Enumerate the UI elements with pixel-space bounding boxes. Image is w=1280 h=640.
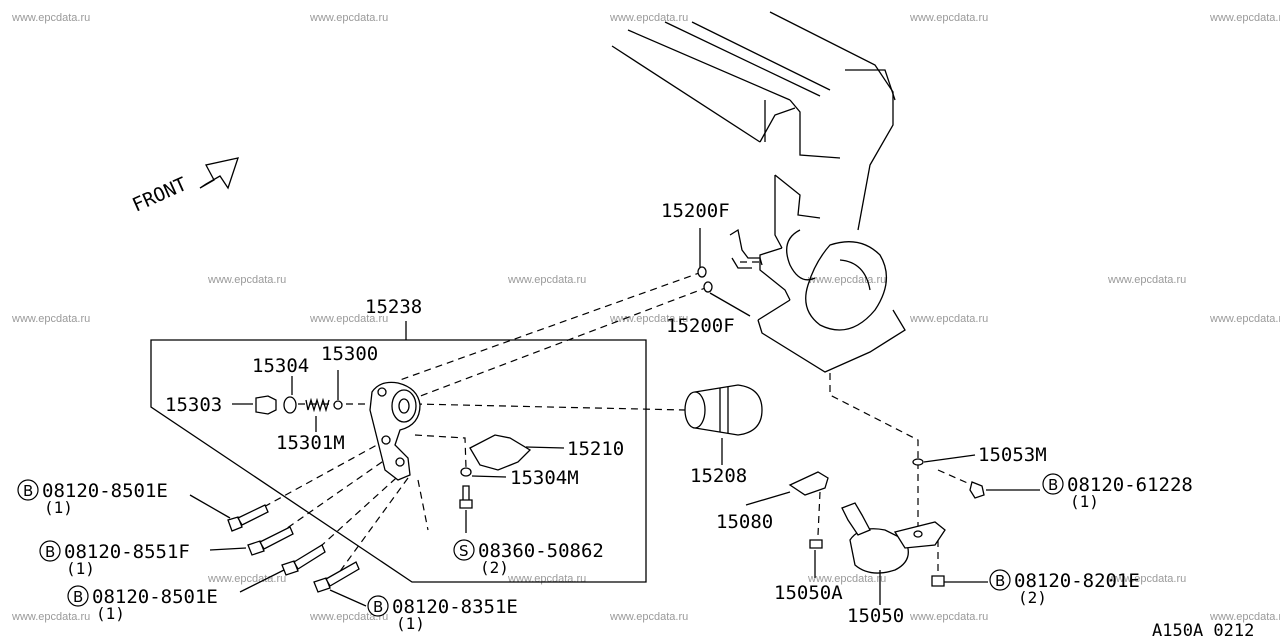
gasket-part bbox=[460, 467, 472, 477]
part-label-15304: 15304 bbox=[252, 355, 309, 377]
fastener-08120-8551f: B 08120-8551F (1) bbox=[39, 540, 190, 578]
fastener-number: 08360-50862 bbox=[478, 540, 604, 562]
part-label-15238: 15238 bbox=[365, 296, 422, 318]
fastener-number: 08120-8201E bbox=[1014, 570, 1140, 592]
fastener-qty: (1) bbox=[66, 559, 95, 578]
watermark: www.epcdata.ru bbox=[1209, 611, 1280, 623]
fastener-08120-8201e: B 08120-8201E (2) bbox=[989, 569, 1140, 607]
watermark: www.epcdata.ru bbox=[909, 611, 988, 623]
fastener-qty: (1) bbox=[1070, 492, 1099, 511]
screw-part bbox=[459, 485, 473, 509]
part-label-15200f-top: 15200F bbox=[661, 200, 730, 222]
fastener-prefix: B bbox=[373, 598, 383, 616]
watermark: www.epcdata.ru bbox=[609, 313, 688, 325]
fastener-prefix: S bbox=[459, 542, 469, 560]
oil-filter-part bbox=[684, 384, 763, 436]
fastener-08120-61228: B 08120-61228 (1) bbox=[1042, 473, 1193, 511]
fastener-qty: (2) bbox=[480, 558, 509, 577]
bolt-part bbox=[931, 575, 945, 587]
fastener-prefix: B bbox=[45, 543, 55, 561]
watermark: www.epcdata.ru bbox=[309, 611, 388, 623]
fastener-08120-8501e: B 08120-8501E (1) bbox=[67, 585, 218, 623]
part-label-15300: 15300 bbox=[321, 343, 378, 365]
part-label-15053m: 15053M bbox=[978, 444, 1047, 466]
part-label-15210: 15210 bbox=[567, 438, 624, 460]
fastener-number: 08120-61228 bbox=[1067, 474, 1193, 496]
watermark: www.epcdata.ru bbox=[807, 274, 886, 286]
fastener-qty: (1) bbox=[96, 604, 125, 623]
watermark: www.epcdata.ru bbox=[507, 573, 586, 585]
watermark: www.epcdata.ru bbox=[507, 274, 586, 286]
fastener-prefix: B bbox=[995, 572, 1005, 590]
watermark: www.epcdata.ru bbox=[1107, 573, 1186, 585]
watermark: www.epcdata.ru bbox=[609, 12, 688, 24]
bolt-group bbox=[227, 504, 360, 593]
watermark: www.epcdata.ru bbox=[207, 573, 286, 585]
oil-filter-bracket-part bbox=[369, 381, 421, 481]
relief-valve-parts bbox=[255, 395, 343, 415]
fastener-number: 08120-8501E bbox=[92, 586, 218, 608]
connection-lines bbox=[239, 261, 973, 586]
watermark: www.epcdata.ru bbox=[909, 313, 988, 325]
leader-lines bbox=[189, 228, 1040, 607]
watermark: www.epcdata.ru bbox=[1209, 313, 1280, 325]
watermark: www.epcdata.ru bbox=[1107, 274, 1186, 286]
engine-block-outline bbox=[611, 11, 906, 373]
fastener-qty: (1) bbox=[396, 614, 425, 633]
part-label-15301m: 15301M bbox=[276, 432, 345, 454]
part-label-15080: 15080 bbox=[716, 511, 773, 533]
part-label-15304m: 15304M bbox=[510, 467, 579, 489]
front-label: FRONT bbox=[129, 173, 190, 216]
oil-strainer-part bbox=[841, 502, 946, 574]
watermark: www.epcdata.ru bbox=[807, 573, 886, 585]
baffle-plate-part bbox=[788, 471, 829, 496]
watermark: www.epcdata.ru bbox=[11, 313, 90, 325]
part-label-15303: 15303 bbox=[165, 394, 222, 416]
fastener-prefix: B bbox=[73, 588, 83, 606]
part-label-15200f-bottom: 15200F bbox=[666, 315, 735, 337]
bolt-part bbox=[247, 526, 294, 556]
fastener-number: 08120-8501E bbox=[42, 480, 168, 502]
watermark: www.epcdata.ru bbox=[1209, 12, 1280, 24]
watermark: www.epcdata.ru bbox=[11, 12, 90, 24]
fastener-number: 08120-8351E bbox=[392, 596, 518, 618]
plug-part bbox=[255, 395, 277, 415]
part-label-15208: 15208 bbox=[690, 465, 747, 487]
o-ring-part bbox=[703, 281, 713, 293]
fastener-prefix: B bbox=[1048, 476, 1058, 494]
fastener-qty: (1) bbox=[44, 498, 73, 517]
watermark: www.epcdata.ru bbox=[609, 611, 688, 623]
spring-part bbox=[305, 397, 330, 413]
diagram-code: A150A 0212 bbox=[1152, 621, 1254, 640]
assembly-frame bbox=[150, 339, 647, 583]
fastener-number: 08120-8551F bbox=[64, 541, 190, 563]
bolt-part bbox=[227, 504, 269, 532]
washer-part bbox=[283, 396, 297, 414]
bolt-part bbox=[313, 561, 360, 593]
fastener-qty: (2) bbox=[1018, 588, 1047, 607]
o-ring-part bbox=[697, 266, 707, 278]
fastener-08120-8501e: B 08120-8501E (1) bbox=[17, 479, 168, 517]
fastener-08120-8351e: B 08120-8351E (1) bbox=[367, 595, 518, 633]
fastener-08360-50862: S 08360-50862 (2) bbox=[453, 539, 604, 577]
bracket-plate-part bbox=[469, 434, 532, 471]
watermark: www.epcdata.ru bbox=[11, 611, 90, 623]
bolt-part bbox=[969, 481, 985, 499]
front-arrow-icon: FRONT bbox=[129, 157, 239, 217]
bolt-part bbox=[281, 544, 326, 576]
bolt-part bbox=[809, 539, 823, 549]
part-label-15050a: 15050A bbox=[774, 582, 843, 604]
o-ring-part bbox=[912, 458, 924, 466]
watermark: www.epcdata.ru bbox=[909, 12, 988, 24]
watermark: www.epcdata.ru bbox=[207, 274, 286, 286]
watermark: www.epcdata.ru bbox=[309, 12, 388, 24]
valve-part bbox=[333, 400, 343, 410]
watermark: www.epcdata.ru bbox=[309, 313, 388, 325]
part-label-15050: 15050 bbox=[847, 605, 904, 627]
fastener-prefix: B bbox=[23, 482, 33, 500]
